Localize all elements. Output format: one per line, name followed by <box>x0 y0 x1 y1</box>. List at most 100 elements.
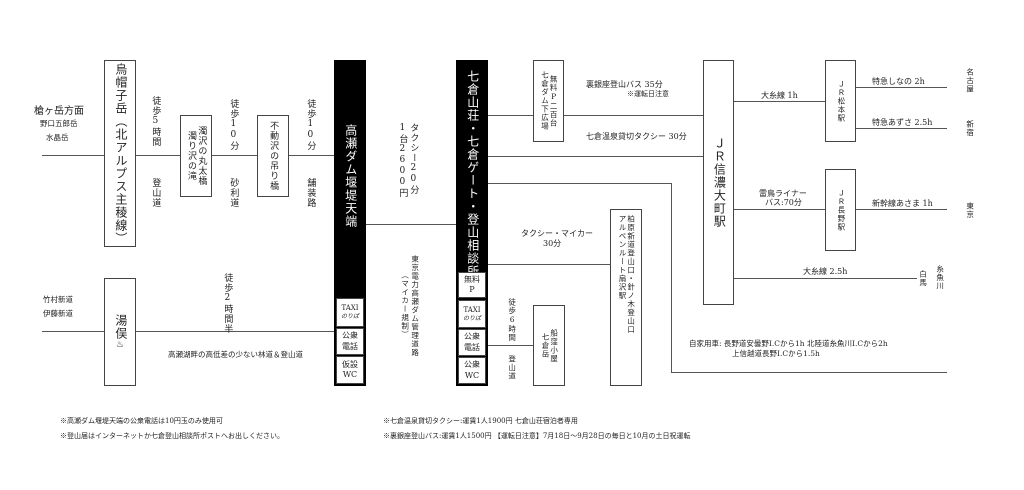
route-line-car-vertical <box>671 183 672 373</box>
taxi-stand-badge-nanakura: TAXI のりば <box>458 300 486 328</box>
public-wc-badge: 公衆WC <box>458 357 486 384</box>
yumata-box: 湯俣 ♨ <box>104 278 136 386</box>
walk2-time: 徒歩10分 <box>228 99 239 151</box>
oito-line-1h-label: 大糸線 1h <box>761 91 798 100</box>
route-line-shinano <box>856 87 947 88</box>
eboshi-label: 烏帽子岳（北アルプス主稜線） <box>113 62 128 245</box>
onsen-icon: ♨ <box>115 340 125 350</box>
nagoya-label: 名古屋 <box>965 68 975 94</box>
nagano-station-box: ＪＲ長野駅 <box>825 169 856 251</box>
hakuba-label: 白馬 <box>918 270 928 287</box>
shinano-label: 特急しなの 2h <box>872 77 925 86</box>
walk5-type: 登山道 <box>507 355 517 381</box>
yumata-sub-label-2: 伊藤新道 <box>43 309 73 318</box>
walk4-desc: 高瀬湖畔の高低差の少ない林道＆登山道 <box>168 350 303 359</box>
taxi-time-label: タクシー20分 <box>408 123 419 195</box>
taxi-stand-sub: のりば <box>462 314 481 322</box>
note-phone: ※高瀬ダム堰堤天端の公衆電話は10円玉のみ使用可 <box>60 417 223 425</box>
route-line-oito1 <box>733 101 825 102</box>
note-bus: ※裏銀座登山バス:運賃1人1500円 【運転日注意】7月18日～9月28日の毎日… <box>383 432 691 440</box>
nanakuradake-box: 七倉岳 船窪小屋 <box>533 305 565 386</box>
private-car-route-1: 自家用車: 長野道安曇野I.Cから1h 北陸道糸魚川I.Cから2h <box>689 339 888 348</box>
fudo-box: 不動沢の吊り橋 <box>257 115 289 197</box>
tokyo-label: 東京 <box>965 202 975 219</box>
public-phone-label: 公衆電話 <box>464 332 480 352</box>
management-road-label: 東京電力高瀬ダム管理道路 <box>410 255 420 357</box>
trailhead-label: 柏原新道登山口・針ノ木登山口 <box>626 215 636 334</box>
yari-sub-label-1: 野口五郎岳 <box>40 119 78 128</box>
nanakura-label: 七倉山荘・七倉ゲート・登山相談所 <box>465 70 480 278</box>
free-parking-badge: 無料P <box>458 272 486 298</box>
dam-parking-count: 無料P二百台 <box>549 74 559 128</box>
matsumoto-station-box: ＪＲ松本駅 <box>825 60 856 142</box>
azusa-label: 特急あずさ 2.5h <box>872 118 933 127</box>
asama-label: 新幹線あさま 1h <box>872 199 933 208</box>
route-line-taxi <box>488 156 703 157</box>
walk1-type: 登山道 <box>150 178 161 208</box>
fudo-label: 不動沢の吊り橋 <box>268 121 279 191</box>
route-line-yumata <box>42 331 334 332</box>
eboshi-box: 烏帽子岳（北アルプス主稜線） <box>104 60 136 247</box>
shinjuku-label: 新宿 <box>965 120 975 137</box>
walk5-time: 徒歩6時間 <box>507 298 517 342</box>
temporary-wc-badge: 仮設WC <box>336 356 364 384</box>
route-line-azusa <box>856 128 947 129</box>
yumata-label: 湯俣 <box>113 314 128 340</box>
nigori-label: 濁り沢の滝 <box>186 131 196 181</box>
nanakura-block: 七倉山荘・七倉ゲート・登山相談所 無料P TAXI のりば 公衆電話 公衆WC <box>456 60 488 386</box>
bus-note: ※運転日注意 <box>627 90 669 98</box>
yumata-sub-label-1: 竹村新道 <box>43 295 73 304</box>
free-parking-label: 無料P <box>464 274 480 294</box>
taxi-stand-label: TAXI <box>341 304 359 313</box>
itoigawa-label: 糸魚川 <box>935 265 945 291</box>
omachi-station-box: ＪＲ信濃大町駅 <box>703 60 734 305</box>
taxi-car-time: 30分 <box>543 239 562 248</box>
route-line-car <box>488 183 672 184</box>
route-line-alpen <box>488 264 610 265</box>
route-line-bus <box>488 115 703 116</box>
route-line-takase-nanakura <box>365 224 457 225</box>
dam-parking-label: 七倉ダム下広場 <box>540 71 550 131</box>
nagano-station-label: ＪＲ長野駅 <box>836 188 846 232</box>
route-line-oito2 <box>733 278 917 279</box>
route-line-raicho <box>733 209 825 210</box>
walk2-type: 砂利道 <box>228 178 239 208</box>
walk4-time: 徒歩2時間半 <box>222 273 233 334</box>
nigori-box: 濁り沢の滝 濁沢の丸太橋 <box>180 115 212 197</box>
note-charter-taxi: ※七倉温泉貸切タクシー:運賃1人1900円 七倉山荘宿泊者専用 <box>383 417 578 425</box>
temporary-wc-label: 仮設WC <box>342 359 358 379</box>
taxi-car-label: タクシー・マイカー <box>521 229 593 238</box>
walk3-type: 舗装路 <box>305 178 316 208</box>
mycar-restriction-label: （マイカー規制） <box>400 271 410 339</box>
raicho-liner-label: 雷鳥ライナー <box>759 189 807 198</box>
public-wc-label: 公衆WC <box>464 360 480 380</box>
note-climbing-plan: ※登山届はインターネットか七倉登山相談所ポストへお出しください。 <box>60 432 284 440</box>
private-car-route-2: 上信越道長野I.Cから1.5h <box>732 349 820 358</box>
alpen-route-box: アルペンルート扇沢駅 柏原新道登山口・針ノ木登山口 <box>610 209 642 386</box>
taxi-stand-badge: TAXI のりば <box>336 298 364 327</box>
raicho-liner-time: バス:70分 <box>765 198 802 207</box>
taxi-stand-label: TAXI <box>463 305 481 314</box>
walk3-time: 徒歩10分 <box>305 99 316 151</box>
route-line-nanakuradake <box>488 345 533 346</box>
taxi-fare-label: 1台2600円 <box>397 123 408 198</box>
alpen-route-label: アルペンルート扇沢駅 <box>618 215 627 300</box>
taxi-stand-sub: のりば <box>340 313 359 321</box>
public-phone-label: 公衆電話 <box>342 331 358 351</box>
route-line-asama <box>856 209 947 210</box>
omachi-station-label: ＪＲ信濃大町駅 <box>712 137 727 228</box>
bus-label: 裏銀座登山バス 35分 <box>586 80 663 89</box>
nanakuradake-label: 七倉岳 <box>541 332 550 359</box>
public-phone-badge-nanakura: 公衆電話 <box>458 329 486 356</box>
takase-dam-label: 高瀬ダム堰堤天端 <box>343 124 358 228</box>
yari-direction-label: 槍ヶ岳方面 <box>34 106 84 117</box>
oito-line-2h-label: 大糸線 2.5h <box>803 267 848 276</box>
yari-sub-label-2: 水晶岳 <box>46 133 69 142</box>
dam-parking-box: 七倉ダム下広場 無料P二百台 <box>533 60 564 142</box>
charter-taxi-label: 七倉温泉貸切タクシー 30分 <box>586 132 687 141</box>
takase-dam-block: 高瀬ダム堰堤天端 TAXI のりば 公衆電話 仮設WC <box>334 60 366 386</box>
walk1-time: 徒歩5時間 <box>150 96 161 147</box>
nigori-label-2: 濁沢の丸太橋 <box>196 126 207 186</box>
public-phone-badge: 公衆電話 <box>336 328 364 355</box>
